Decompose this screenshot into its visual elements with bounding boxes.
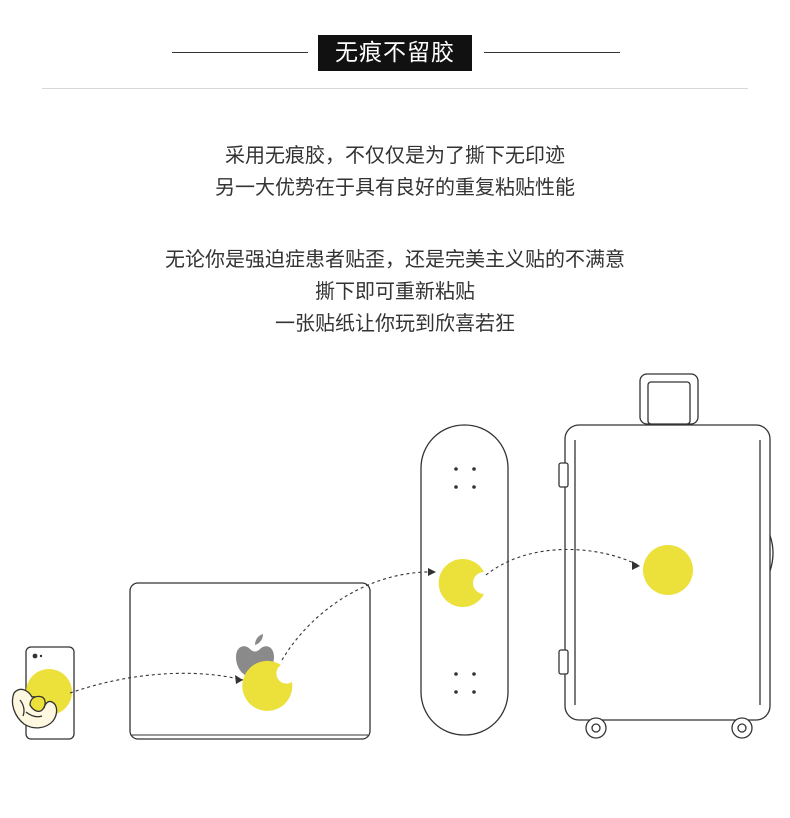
round-sticker-icon — [26, 545, 693, 715]
hand-icon — [11, 688, 58, 729]
header-line-left — [172, 52, 308, 53]
header-line-right — [484, 52, 620, 53]
reuse-illustration — [11, 373, 774, 740]
description-line: 撕下即可重新粘贴 — [315, 279, 475, 303]
section-header: 无痕不留胶 — [0, 0, 790, 90]
description-line: 采用无痕胶，不仅仅是为了撕下无印迹 — [225, 143, 565, 167]
description-line: 无论你是强迫症患者贴歪，还是完美主义贴的不满意 — [165, 247, 625, 271]
description-paragraph-1: 采用无痕胶，不仅仅是为了撕下无印迹 另一大优势在于具有良好的重复粘贴性能 — [0, 139, 790, 203]
description-paragraph-2: 无论你是强迫症患者贴歪，还是完美主义贴的不满意 撕下即可重新粘贴 一张贴纸让你玩… — [0, 243, 790, 339]
arrow-head — [235, 561, 640, 684]
section-title: 无痕不留胶 — [318, 35, 472, 71]
move-arrow — [69, 548, 641, 694]
description-line: 另一大优势在于具有良好的重复粘贴性能 — [215, 175, 575, 199]
description-line: 一张贴纸让你玩到欣喜若狂 — [275, 311, 515, 335]
header-divider — [42, 88, 748, 89]
